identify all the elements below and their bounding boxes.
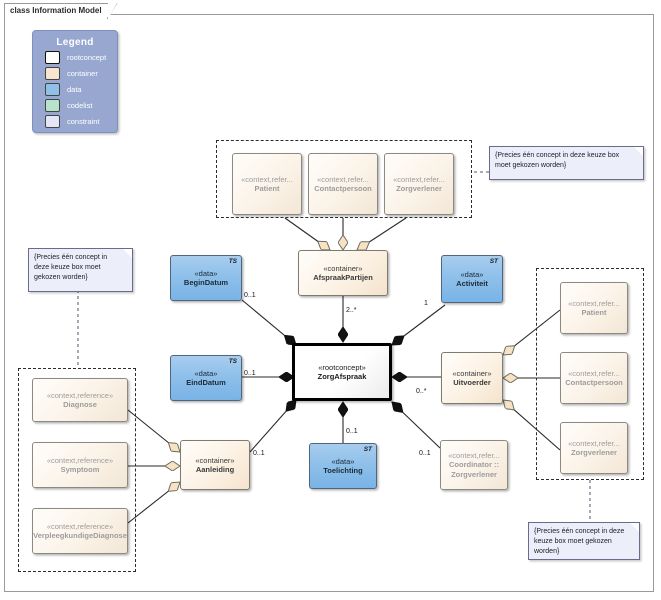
class-top-zorgverlener[interactable]: «context,refer... Zorgverlener — [384, 153, 454, 215]
legend-label-data: data — [67, 85, 82, 94]
diagram-title-tab: class Information Model — [4, 3, 118, 19]
note-bottom-right-text: {Precies één concept in deze keuze box m… — [534, 528, 625, 555]
diagram-title: class Information Model — [10, 6, 102, 15]
legend-item-data: data — [45, 83, 117, 96]
class-aanleiding[interactable]: «container» Aanleiding — [180, 440, 250, 490]
class-toelichting[interactable]: ST «data» Toelichting — [309, 443, 377, 489]
class-zorgafspraak-stereotype: «rootconcept» — [318, 362, 366, 372]
class-activiteit-corner-label: ST — [489, 258, 498, 265]
class-right-patient-stereotype: «context,refer... — [568, 298, 620, 308]
multiplicity-einddatum: 0..1 — [244, 370, 256, 377]
legend-swatch-rootconcept — [45, 51, 60, 64]
class-begindatum-stereotype: «data» — [194, 268, 218, 278]
class-coordinator-name-second-line: Zorgverlener — [451, 469, 497, 479]
class-right-contactpersoon-stereotype: «context,refer... — [568, 368, 620, 378]
class-einddatum-name: EindDatum — [186, 377, 226, 387]
class-coordinator-stereotype: «context,refer... — [448, 451, 500, 460]
class-diagnose[interactable]: «context,reference» Diagnose — [32, 378, 128, 422]
class-einddatum-stereotype: «data» — [194, 368, 218, 378]
class-begindatum-name: BeginDatum — [183, 277, 229, 287]
class-right-patient[interactable]: «context,refer... Patient — [560, 282, 628, 334]
class-top-patient-stereotype: «context,refer... — [241, 174, 293, 184]
class-diagnose-name: Diagnose — [63, 399, 97, 409]
class-afspraakpartijen-name: AfspraakPartijen — [313, 272, 373, 282]
class-zorgafspraak-name: ZorgAfspraak — [317, 371, 367, 381]
class-top-contactpersoon-name: Contactpersoon — [314, 183, 372, 193]
class-symptoom-stereotype: «context,reference» — [46, 455, 114, 465]
class-uitvoerder-name: Uitvoerder — [453, 377, 491, 387]
class-right-zorgverlener-name: Zorgverlener — [571, 447, 617, 457]
note-top-right: {Precies één concept in deze keuze box m… — [489, 146, 644, 180]
group-afspraakpartijen-choice — [216, 140, 472, 218]
class-uitvoerder-stereotype: «container» — [452, 368, 492, 378]
class-zorgafspraak-rootconcept[interactable]: «rootconcept» ZorgAfspraak — [292, 343, 392, 401]
group-uitvoerder-choice — [536, 268, 644, 480]
class-einddatum[interactable]: TS «data» EindDatum — [170, 355, 242, 401]
class-begindatum[interactable]: TS «data» BeginDatum — [170, 255, 242, 301]
multiplicity-toelichting: 0..1 — [346, 428, 358, 435]
class-einddatum-corner-label: TS — [228, 358, 237, 365]
class-right-zorgverlener[interactable]: «context,refer... Zorgverlener — [560, 422, 628, 474]
note-bottom-right: {Precies één concept in deze keuze box m… — [528, 522, 640, 560]
class-top-contactpersoon[interactable]: «context,refer... Contactpersoon — [308, 153, 378, 215]
class-activiteit-name: Activiteit — [456, 278, 488, 288]
class-afspraakpartijen[interactable]: «container» AfspraakPartijen — [298, 250, 388, 296]
multiplicity-coordinator: 0..1 — [419, 450, 431, 457]
class-coordinator-name: Coordinator :: — [449, 460, 499, 469]
class-aanleiding-stereotype: «container» — [195, 455, 235, 465]
legend-swatch-codelist — [45, 99, 60, 112]
class-symptoom[interactable]: «context,reference» Symptoom — [32, 442, 128, 488]
class-toelichting-name: Toelichting — [323, 465, 363, 475]
multiplicity-activiteit: 1 — [424, 300, 428, 307]
note-left: {Precies één concept in deze keuze box m… — [28, 248, 133, 292]
title-tab-corner-icon — [106, 3, 118, 19]
class-coordinator-zorgverlener[interactable]: «context,refer... Coordinator :: Zorgver… — [440, 440, 508, 490]
class-toelichting-corner-label: ST — [363, 446, 372, 453]
diagram-frame — [4, 14, 654, 592]
class-top-zorgverlener-stereotype: «context,refer... — [393, 174, 445, 184]
class-verpleegkundigediagnose-name: VerpleegkundigeDiagnose — [33, 530, 127, 540]
legend-item-container: container — [45, 67, 117, 80]
class-diagnose-stereotype: «context,reference» — [46, 390, 114, 400]
class-aanleiding-name: Aanleiding — [195, 464, 235, 474]
class-toelichting-stereotype: «data» — [331, 456, 355, 466]
legend-item-constraint: constraint — [45, 115, 117, 128]
class-right-contactpersoon[interactable]: «context,refer... Contactpersoon — [560, 352, 628, 404]
class-top-zorgverlener-name: Zorgverlener — [396, 183, 442, 193]
legend-item-rootconcept: rootconcept — [45, 51, 117, 64]
legend-label-container: container — [67, 69, 98, 78]
multiplicity-uitvoerder: 0..* — [416, 388, 427, 395]
class-right-contactpersoon-name: Contactpersoon — [565, 377, 623, 387]
legend-swatch-data — [45, 83, 60, 96]
legend-swatch-constraint — [45, 115, 60, 128]
note-top-right-text: {Precies één concept in deze keuze box m… — [495, 152, 620, 169]
multiplicity-afspraakpartijen: 2..* — [346, 307, 357, 314]
legend-item-codelist: codelist — [45, 99, 117, 112]
legend-label-codelist: codelist — [67, 101, 93, 110]
legend-panel: Legend rootconcept container data codeli… — [32, 30, 118, 133]
legend-label-constraint: constraint — [67, 117, 100, 126]
class-right-zorgverlener-stereotype: «context,refer... — [568, 438, 620, 448]
legend-title: Legend — [56, 37, 94, 48]
class-verpleegkundigediagnose[interactable]: «context,reference» VerpleegkundigeDiagn… — [32, 508, 128, 554]
legend-swatch-container — [45, 67, 60, 80]
class-top-patient-name: Patient — [254, 183, 280, 193]
class-top-contactpersoon-stereotype: «context,refer... — [317, 174, 369, 184]
class-right-patient-name: Patient — [581, 307, 607, 317]
multiplicity-aanleiding: 0..1 — [253, 450, 265, 457]
class-top-patient[interactable]: «context,refer... Patient — [232, 153, 302, 215]
note-left-text: {Precies één concept in deze keuze box m… — [34, 254, 108, 281]
class-activiteit-stereotype: «data» — [460, 269, 484, 279]
multiplicity-begindatum: 0..1 — [244, 292, 256, 299]
group-aanleiding-choice — [18, 368, 136, 572]
legend-label-rootconcept: rootconcept — [67, 53, 107, 62]
class-symptoom-name: Symptoom — [60, 464, 100, 474]
class-begindatum-corner-label: TS — [228, 258, 237, 265]
class-verpleegkundigediagnose-stereotype: «context,reference» — [46, 521, 114, 531]
class-activiteit[interactable]: ST «data» Activiteit — [441, 255, 503, 303]
class-afspraakpartijen-stereotype: «container» — [323, 263, 363, 273]
class-uitvoerder[interactable]: «container» Uitvoerder — [441, 352, 503, 404]
